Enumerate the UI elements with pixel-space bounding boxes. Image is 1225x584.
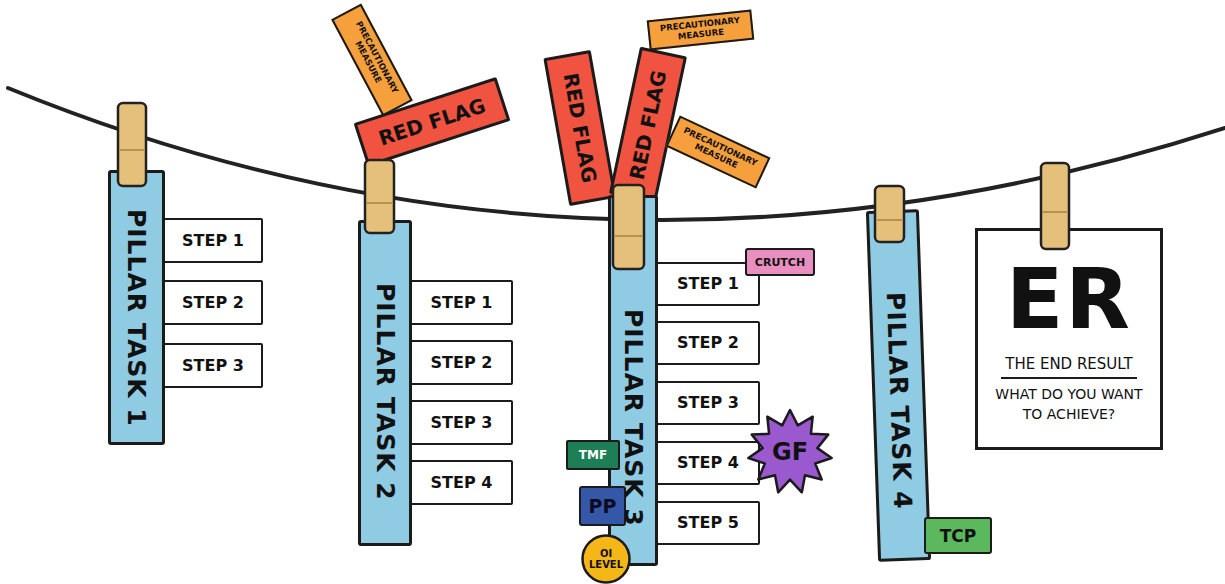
node-subtext: WHAT DO YOU WANT TO ACHIEVE? (994, 385, 1144, 424)
node-text: CRUTCH (755, 256, 805, 269)
node-text: STEP 4 (677, 453, 739, 472)
step-box: STEP 2 (163, 280, 263, 325)
node-text: STEP 3 (677, 393, 739, 412)
node-text: PILLAR TASK 4 (881, 291, 918, 510)
node-text: STEP 5 (677, 513, 739, 532)
node-text: RED FLAG (625, 68, 672, 182)
pillar-task-bar: PILLAR TASK 2 (358, 220, 412, 546)
node-text: PRECAUTIONARY MEASURE (341, 14, 402, 106)
step-box: STEP 2 (656, 321, 760, 365)
node-text: STEP 3 (182, 356, 244, 375)
clothes-peg (1041, 163, 1069, 249)
step-box: STEP 4 (656, 441, 760, 485)
node-text: STEP 1 (431, 293, 493, 312)
step-box: STEP 5 (656, 501, 760, 545)
starburst-shape (748, 410, 831, 492)
step-box: STEP 3 (410, 400, 513, 445)
pillar-task-bar: PILLAR TASK 4 (866, 209, 931, 562)
step-box: STEP 3 (163, 343, 263, 388)
node-text: STEP 2 (431, 353, 493, 372)
node-subtext: THE END RESULT (1001, 355, 1137, 379)
node-text: STEP 1 (677, 274, 739, 293)
end-result-card: ER THE END RESULT WHAT DO YOU WANT TO ACHI… (975, 228, 1163, 450)
node-text: TMF (579, 448, 607, 462)
clothes-peg (613, 185, 644, 269)
node-text: STEP 1 (182, 231, 244, 250)
node-text: GF (772, 438, 808, 466)
clothes-peg (365, 160, 394, 233)
oi-level-circle: OI LEVEL (581, 534, 631, 584)
circle-shape (583, 536, 630, 583)
pillar-task-bar: PILLAR TASK 1 (108, 170, 165, 445)
tcp-tag: TCP (924, 517, 992, 554)
node-text: ER (1006, 257, 1132, 341)
node-text: STEP 4 (431, 473, 493, 492)
node-text: TCP (940, 526, 977, 546)
node-text: PILLAR TASK 2 (371, 283, 400, 501)
precaution-tag: PRECAUTIONARY MEASURE (666, 115, 771, 188)
step-box: STEP 1 (410, 280, 513, 325)
step-box: STEP 2 (410, 340, 513, 385)
crutch-tag: CRUTCH (745, 248, 815, 276)
step-box: STEP 1 (163, 218, 263, 263)
node-text: STEP 3 (431, 413, 493, 432)
node-text: PRECAUTIONARY MEASURE (655, 16, 746, 45)
node-text: STEP 2 (677, 333, 739, 352)
gf-starburst: GF (746, 408, 834, 496)
node-text: RED FLAG (559, 71, 602, 184)
precaution-tag: PRECAUTIONARY MEASURE (646, 10, 754, 51)
step-box: STEP 4 (410, 460, 513, 505)
node-text: STEP 2 (182, 293, 244, 312)
red-flag-tag: RED FLAG (543, 50, 616, 206)
node-text: PILLAR TASK 3 (619, 309, 648, 527)
clothes-peg (118, 103, 146, 186)
clothes-peg (875, 186, 904, 242)
step-box: STEP 3 (656, 381, 760, 425)
node-text: PP (589, 495, 617, 517)
node-text: PRECAUTIONARY MEASURE (676, 125, 760, 178)
precaution-tag: PRECAUTIONARY MEASURE (331, 3, 413, 116)
node-text: OI LEVEL (587, 548, 625, 570)
node-text: PILLAR TASK 1 (122, 209, 151, 427)
tmf-tag: TMF (566, 440, 620, 470)
